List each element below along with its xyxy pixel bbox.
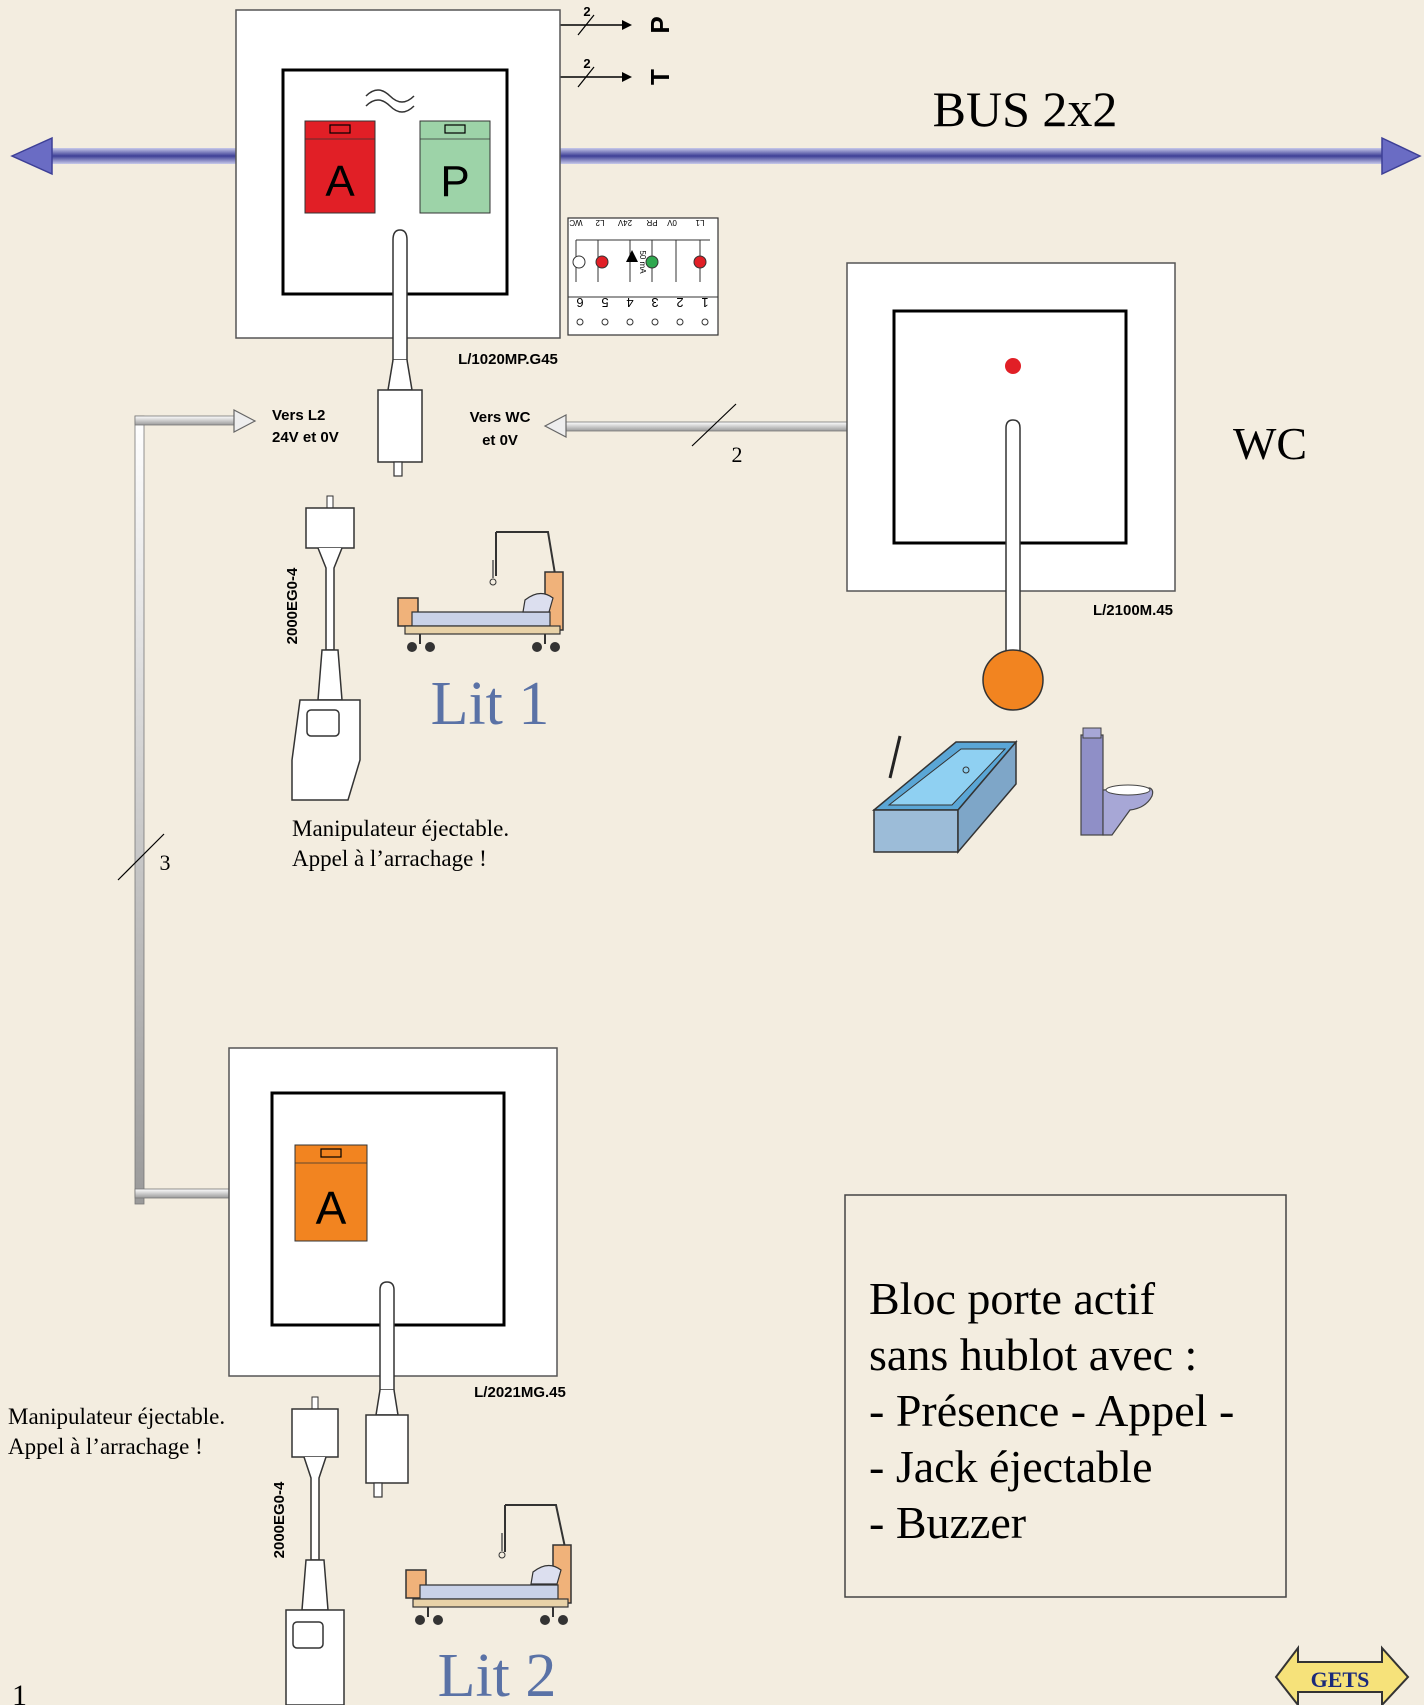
led-window-icon — [329, 124, 351, 134]
led-window-icon — [444, 124, 466, 134]
wire-vers-wc: 2 — [543, 403, 848, 467]
info-line-3: - Présence - Appel - — [869, 1385, 1234, 1436]
terminal-top-label: 50 mA — [638, 250, 647, 274]
bed1-label: Lit 1 — [431, 670, 550, 738]
gets-logo[interactable]: GETS — [1274, 1645, 1410, 1705]
call-button-a[interactable]: A — [304, 120, 376, 214]
vers-l2-line2: 24V et 0V — [272, 429, 339, 446]
wc-wire-count: 2 — [732, 442, 743, 467]
led-window-icon — [320, 1148, 342, 1158]
info-line-5: - Buzzer — [869, 1497, 1026, 1548]
wc-unit-ref: L/2100M.45 — [1093, 602, 1173, 619]
terminal-top-label: 0V — [666, 218, 676, 227]
terminal-number: 3 — [651, 295, 658, 310]
bed1-note-line2: Appel à l’arrachage ! — [292, 846, 487, 871]
terminal-screw-icon — [651, 318, 659, 326]
wc-label: WC — [1233, 418, 1307, 469]
bus-arrow-left-icon — [10, 136, 53, 176]
terminal-top-label: L1 — [695, 218, 704, 227]
bed2-note-line1: Manipulateur éjectable. — [8, 1404, 225, 1429]
output-p-count: 2 — [583, 4, 590, 19]
jack-socket — [377, 389, 423, 463]
call-button-a-bed2[interactable]: A — [294, 1144, 368, 1242]
terminal-screw-icon — [601, 318, 609, 326]
gets-logo-text: GETS — [1311, 1667, 1370, 1692]
terminal-screw-icon — [576, 318, 584, 326]
bed2-jack-ref: 2000EG0-4 — [271, 1481, 288, 1558]
toilet-icon — [1080, 727, 1154, 836]
terminal-number: 5 — [601, 295, 608, 310]
page-number: 1 — [12, 1679, 27, 1705]
terminal-number: 4 — [626, 295, 633, 310]
presence-button-p[interactable]: P — [419, 120, 491, 214]
bed1-note-line1: Manipulateur éjectable. — [292, 816, 509, 841]
terminal-top-label: L2 — [595, 218, 604, 227]
terminal-number: 6 — [576, 295, 583, 310]
vers-wc-line1: Vers WC — [470, 409, 531, 426]
main-unit-ref: L/1020MP.G45 — [458, 351, 558, 368]
wc-pull-cord-icon[interactable] — [982, 649, 1044, 711]
info-line-2: sans hublot avec : — [869, 1329, 1197, 1380]
vers-wc-line2: et 0V — [482, 432, 518, 449]
terminal-screw-icon — [626, 318, 634, 326]
output-p: 2 P — [560, 4, 675, 36]
terminal-number: 2 — [676, 295, 683, 310]
output-t-count: 2 — [583, 56, 590, 71]
bus-arrow-right-icon — [1381, 136, 1422, 176]
terminal-block: WC L2 24V 50 mA PR 0V L1 6 5 4 3 2 1 — [567, 217, 719, 336]
wire-link-bed2: 3 — [117, 409, 257, 1205]
terminal-top-label: PR — [646, 218, 657, 227]
bed2-label: Lit 2 — [438, 1642, 557, 1705]
jack-socket-bed2 — [365, 1414, 409, 1484]
call-button-a-bed2-label: A — [316, 1182, 347, 1234]
call-button-a-label: A — [325, 157, 355, 206]
bed2-note-line2: Appel à l’arrachage ! — [8, 1434, 203, 1459]
bus-line — [10, 136, 1422, 176]
terminal-top-label: 24V — [617, 218, 632, 227]
handset-1[interactable] — [291, 495, 361, 801]
vers-l2-line1: Vers L2 — [272, 407, 325, 424]
terminal-top-label: WC — [569, 218, 583, 227]
info-line-1: Bloc porte actif — [869, 1273, 1156, 1324]
tilde-icon — [365, 89, 415, 103]
output-t-label: T — [645, 69, 675, 85]
presence-button-p-label: P — [440, 157, 469, 206]
terminal-screw-icon — [701, 318, 709, 326]
bed1-jack-ref: 2000EG0-4 — [284, 567, 301, 644]
info-line-4: - Jack éjectable — [869, 1441, 1152, 1492]
bed1-icon — [397, 531, 564, 652]
output-p-label: P — [645, 16, 675, 33]
terminal-number: 1 — [701, 295, 708, 310]
handset-2[interactable] — [285, 1396, 345, 1705]
wc-led-icon — [1005, 358, 1021, 374]
link-wire-count: 3 — [160, 850, 171, 875]
info-box: Bloc porte actif sans hublot avec : - Pr… — [844, 1194, 1287, 1598]
main-unit: A P — [235, 9, 561, 477]
wc-unit — [846, 262, 1176, 711]
bed2-unit: A — [228, 1047, 558, 1498]
bus-label: BUS 2x2 — [933, 81, 1118, 137]
bed2-unit-ref: L/2021MG.45 — [474, 1384, 566, 1401]
terminal-screw-icon — [676, 318, 684, 326]
output-t: 2 T — [560, 56, 675, 88]
bed2-icon — [405, 1504, 572, 1625]
bathtub-icon — [871, 735, 1018, 855]
